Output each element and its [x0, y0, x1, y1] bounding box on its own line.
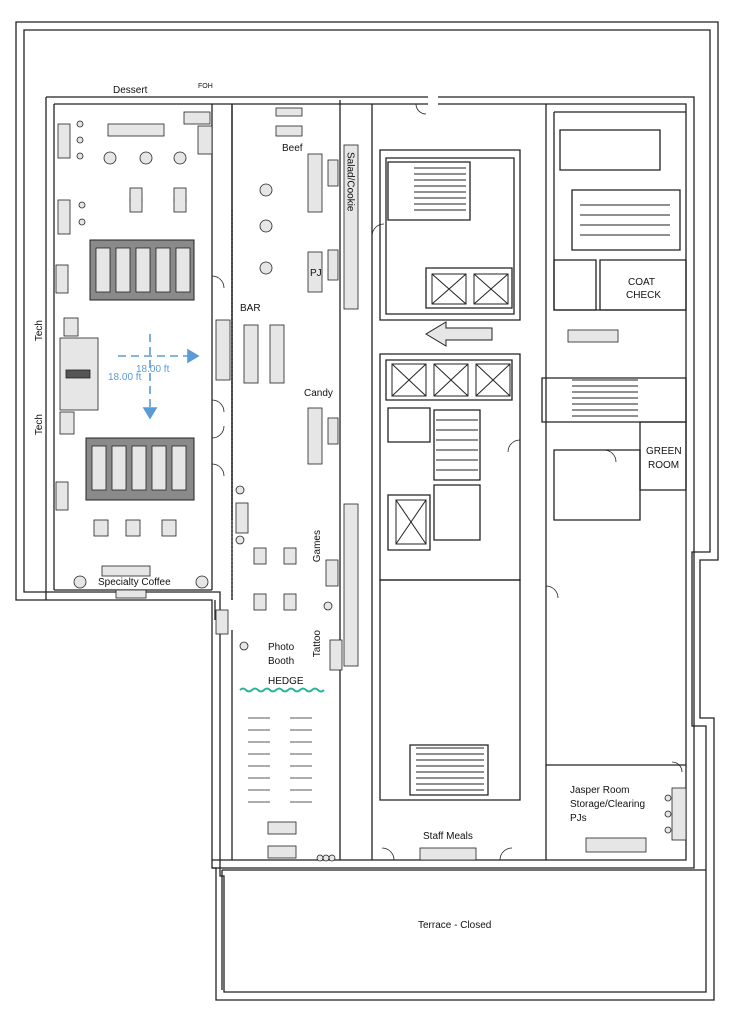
coat-check-label-1: COAT: [628, 277, 656, 288]
furniture: [55, 107, 687, 861]
jasper-room-label-1: Jasper Room: [570, 785, 630, 796]
staff-meals-label: Staff Meals: [423, 831, 473, 842]
terrace-wall: [221, 869, 706, 990]
jasper-room-label-2: Storage/Clearing: [570, 799, 646, 810]
theater-seating: [248, 717, 312, 803]
coat-check-label-2: CHECK: [626, 290, 662, 301]
hedge-line: [239, 687, 325, 693]
outer-building-wall: [15, 21, 719, 1001]
foh-label: FOH: [198, 83, 213, 90]
hedge-label: HEDGE: [268, 676, 304, 687]
pj-label: PJ: [310, 268, 322, 279]
stage-platforms: [85, 239, 195, 501]
green-room-label-1: GREEN: [646, 446, 682, 457]
direction-arrow: [425, 321, 493, 347]
green-room-label-2: ROOM: [648, 460, 680, 471]
dimension-label-horizontal: 18.00 ft: [108, 372, 142, 383]
elevator-cabs: [391, 273, 511, 545]
tech-label-top: Tech: [34, 320, 45, 342]
outer-building-wall-inner: [23, 29, 711, 993]
small-tables: [93, 187, 297, 611]
candy-label: Candy: [304, 388, 333, 399]
jasper-room-label-3: PJs: [570, 813, 587, 824]
salad-cookie-label: Salad/Cookie: [344, 152, 356, 212]
tech-label-bottom: Tech: [34, 414, 45, 436]
photo-booth-label-1: Photo: [268, 642, 295, 653]
door-swings: [211, 103, 683, 861]
games-label: Games: [312, 530, 323, 563]
dessert-label: Dessert: [113, 85, 148, 96]
beef-label: Beef: [282, 143, 303, 154]
main-hall-wall: [46, 96, 695, 869]
bar-label: BAR: [240, 303, 261, 314]
photo-booth-label-2: Booth: [268, 656, 295, 667]
specialty-coffee-label: Specialty Coffee: [98, 577, 171, 588]
dimension-label-vertical: 18.00 ft: [136, 364, 170, 375]
terrace-label: Terrace - Closed: [418, 920, 492, 931]
tattoo-label: Tattoo: [312, 630, 323, 658]
dimension-arrows: [118, 334, 200, 420]
stair-hatching: [414, 167, 670, 791]
